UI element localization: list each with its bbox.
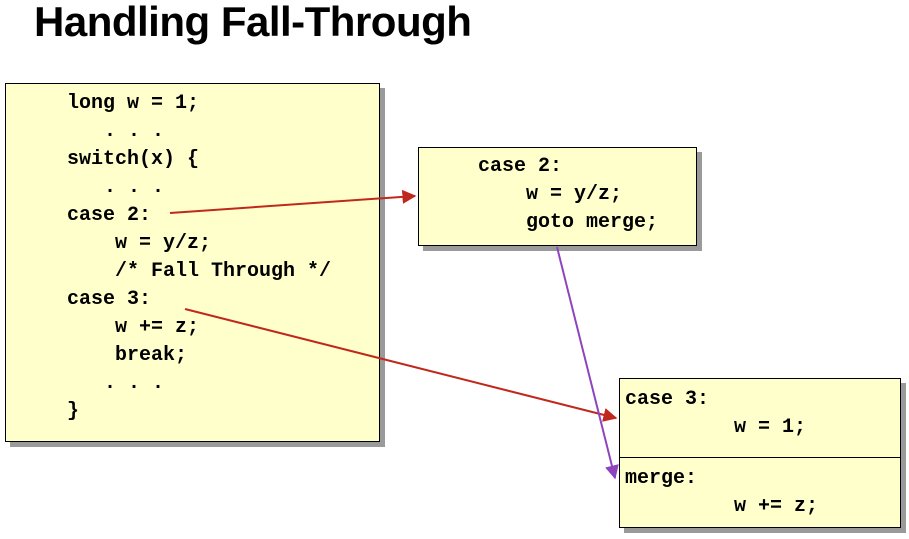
code-line: break; [67,344,188,367]
code-line: w += z; [734,495,819,518]
code-line: . . . [80,176,165,199]
code-line: long w = 1; [67,92,200,115]
slide-title: Handling Fall-Through [34,0,472,45]
arrow-goto-merge [556,246,619,480]
code-line: . . . [80,372,165,395]
block-divider [620,457,900,458]
arrow-case-3 [184,308,618,422]
code-line-case-2: case 2: [67,204,152,227]
arrow-case-2 [169,189,417,214]
code-line: /* Fall Through */ [67,260,332,283]
code-line: w += z; [67,316,200,339]
code-line: switch(x) { [67,148,200,171]
merge-label: merge: [625,467,698,490]
original-switch-code-box: long w = 1; . . . switch(x) { . . . case… [5,83,380,442]
code-line: } [67,400,80,423]
code-line: w = y/z; [478,183,623,206]
case-2-label: case 2: [478,155,563,178]
code-line: goto merge; [478,211,659,234]
code-line-case-3: case 3: [67,288,152,311]
case-2-block: case 2: w = y/z; goto merge; [418,147,697,246]
code-line: . . . [80,120,165,143]
case-3-label: case 3: [625,388,710,411]
case-3-merge-block: case 3: w = 1; merge: w += z; [619,378,901,528]
code-line: w = 1; [734,416,807,439]
code-line: w = y/z; [67,232,212,255]
